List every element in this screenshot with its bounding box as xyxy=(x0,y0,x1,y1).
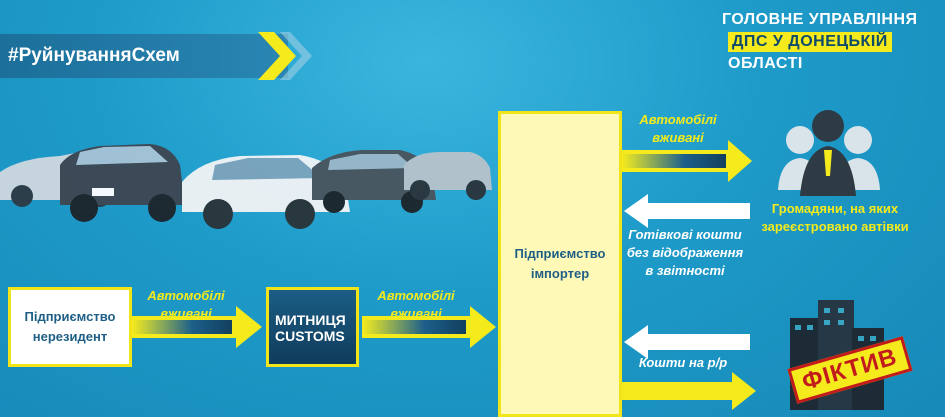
arrow-right-icon xyxy=(622,372,756,410)
edge-label-used-cars-3: Автомобілі вживані xyxy=(639,112,717,145)
people-icon xyxy=(778,110,880,196)
chevron-icon xyxy=(258,32,296,80)
edge-label-used-cars-1: Автомобілі вживані xyxy=(147,288,225,321)
node-customs-label: МИТНИЦЯ CUSTOMS xyxy=(275,312,346,344)
node-nonresident-label: Підприємство нерезидент xyxy=(24,309,116,344)
node-importer-label: Підприємство імпортер xyxy=(514,246,606,281)
edge-label-cash: Готівкові кошти без відображення в звітн… xyxy=(626,227,744,278)
title-line-3: ОБЛАСТІ xyxy=(728,55,803,72)
edge-label-used-cars-2: Автомобілі вживані xyxy=(377,288,455,321)
node-citizens-label: Громадяни, на яких зареєстровано автівки xyxy=(761,201,909,234)
cars-illustration xyxy=(0,144,492,229)
node-customs: МИТНИЦЯ CUSTOMS xyxy=(266,287,359,367)
arrow-left-icon xyxy=(624,325,750,359)
node-importer: Підприємство імпортер xyxy=(498,111,622,417)
edge-label-account-funds: Кошти на р/р xyxy=(638,355,728,370)
title-line-1: ГОЛОВНЕ УПРАВЛІННЯ xyxy=(722,11,918,28)
hashtag-banner: #РуйнуванняСхем xyxy=(0,34,288,78)
node-nonresident: Підприємство нерезидент xyxy=(8,287,132,367)
title-line-2: ДПС У ДОНЕЦЬКІЙ xyxy=(728,32,892,52)
org-title: ГОЛОВНЕ УПРАВЛІННЯ ДПС У ДОНЕЦЬКІЙ ОБЛАС… xyxy=(722,10,942,76)
arrow-right-icon xyxy=(622,140,752,182)
arrow-left-icon xyxy=(624,194,750,228)
chevron-icon xyxy=(280,32,312,80)
arrow-right-icon xyxy=(362,306,496,348)
arrow-right-icon xyxy=(132,306,262,348)
